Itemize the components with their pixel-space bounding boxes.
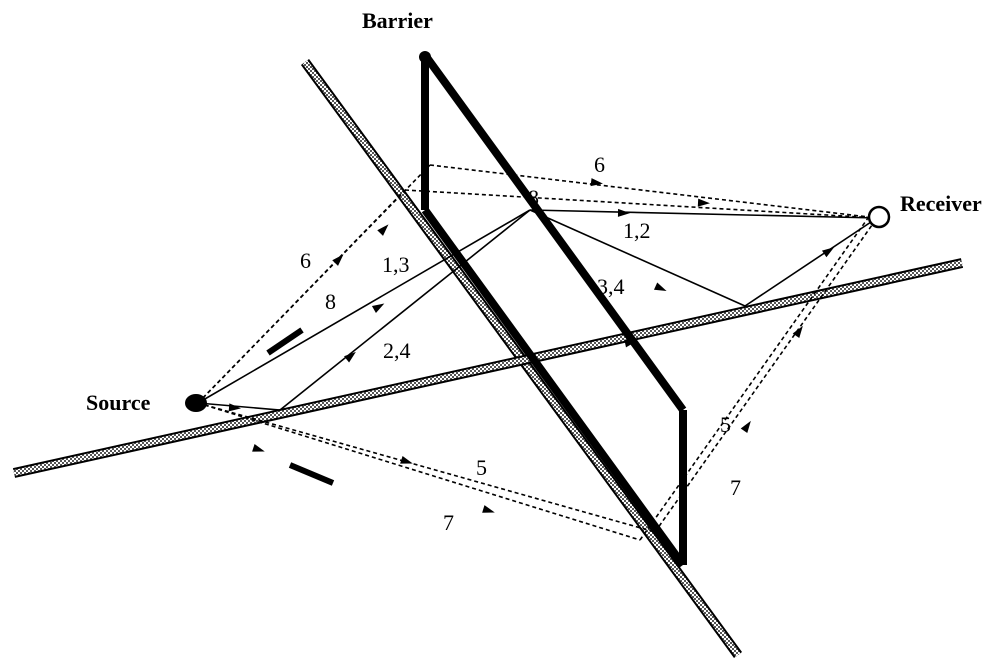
- path-label-7-bottom: 7: [443, 510, 454, 535]
- receiver-label: Receiver: [900, 191, 982, 216]
- path-label-1-3: 1,3: [382, 252, 410, 277]
- source-point: [185, 394, 207, 412]
- arrowheads: [228, 178, 835, 513]
- ground-plane-horizontal: [12, 258, 964, 478]
- path-label-3-4: 3,4: [597, 274, 625, 299]
- path-label-8-top: 8: [528, 185, 539, 210]
- path-label-7-right: 7: [730, 475, 741, 500]
- barrier-label: Barrier: [362, 8, 433, 33]
- dashed-rays: [197, 164, 878, 541]
- barrier-ground-edge: [421, 207, 687, 568]
- path-label-5-bottom: 5: [476, 455, 487, 480]
- path-label-5-right: 5: [720, 412, 731, 437]
- barrier-top-point: [419, 51, 431, 63]
- path-label-6-top: 6: [594, 152, 605, 177]
- image-mark-lower: [288, 462, 335, 486]
- image-mark-upper: [266, 327, 304, 356]
- solid-rays: [197, 209, 878, 411]
- path-label-2-4: 2,4: [383, 338, 411, 363]
- source-label: Source: [86, 390, 151, 415]
- barrier-outline: [421, 52, 687, 565]
- path-label-1-2: 1,2: [623, 218, 651, 243]
- receiver-point: [867, 205, 891, 229]
- path-label-6-left: 6: [300, 248, 311, 273]
- path-label-8-left: 8: [325, 289, 336, 314]
